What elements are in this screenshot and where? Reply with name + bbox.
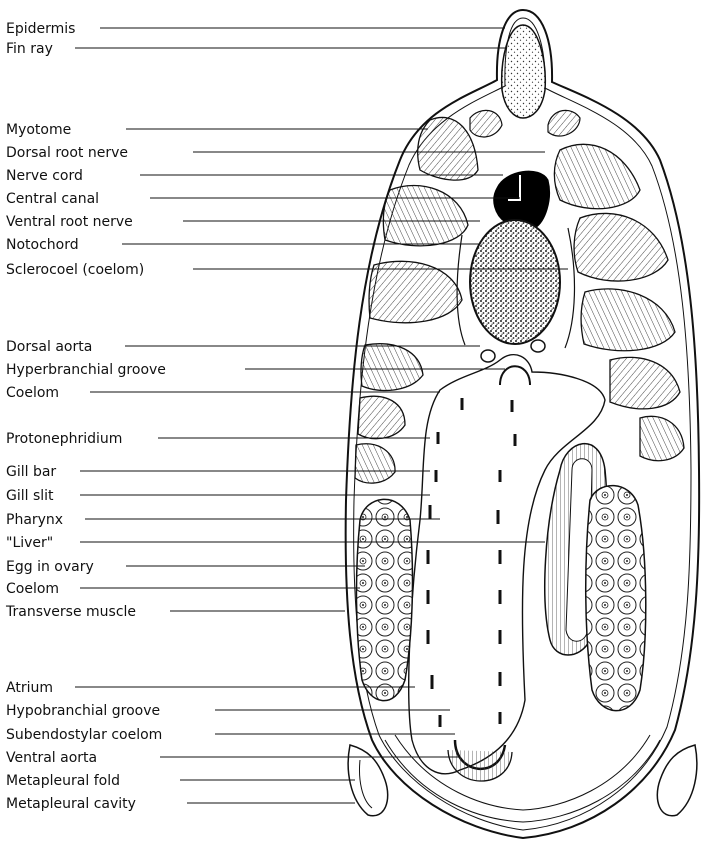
myotome-left-1	[418, 117, 478, 180]
myotome-right-5	[640, 416, 684, 460]
dorsal-chamber-left	[470, 110, 502, 137]
myotome-left-3	[369, 261, 462, 322]
label-gill-bar: Gill bar	[6, 464, 56, 480]
fin-ray	[502, 25, 546, 118]
label-atrium: Atrium	[6, 680, 53, 696]
label-dorsal-root-nerve: Dorsal root nerve	[6, 145, 128, 161]
label-dorsal-aorta: Dorsal aorta	[6, 339, 92, 355]
label-subendostylar-coelom: Subendostylar coelom	[6, 727, 162, 743]
nerve-cord	[494, 171, 550, 228]
label-transverse-muscle: Transverse muscle	[5, 604, 136, 620]
label-protonephridium: Protonephridium	[6, 431, 122, 447]
label-metapleural-fold: Metapleural fold	[6, 773, 120, 789]
label-fin-ray: Fin ray	[6, 41, 53, 57]
myotome-left-2	[383, 185, 468, 245]
ovary-left	[356, 499, 412, 700]
label-hypobranchial-groove: Hypobranchial groove	[6, 703, 160, 719]
label-hyperbranchial-groove: Hyperbranchial groove	[6, 362, 166, 378]
dorsal-chamber-right	[548, 110, 580, 136]
label-gill-slit: Gill slit	[6, 488, 54, 504]
dorsal-aorta-left	[481, 350, 495, 362]
myotome-left-6	[355, 444, 395, 483]
dorsal-aorta-right	[531, 340, 545, 352]
ovary-right	[586, 486, 646, 711]
metapleural-fold-right	[657, 745, 697, 816]
label-metapleural-cavity: Metapleural cavity	[6, 796, 136, 812]
notochord	[470, 220, 560, 344]
label-central-canal: Central canal	[6, 191, 99, 207]
label-notochord: Notochord	[6, 237, 79, 253]
sclerocoel-right	[565, 228, 574, 348]
myotome-left-4	[361, 344, 423, 391]
label-ventral-root-nerve: Ventral root nerve	[6, 214, 133, 230]
label-pharynx: Pharynx	[6, 512, 63, 528]
myotome-right-2	[574, 213, 668, 281]
label-coelom-upper: Coelom	[6, 385, 59, 401]
label-epidermis: Epidermis	[6, 21, 75, 37]
myotome-right-4	[610, 357, 680, 409]
label-egg-in-ovary: Egg in ovary	[6, 559, 94, 575]
label-coelom-lower: Coelom	[6, 581, 59, 597]
label-myotome: Myotome	[6, 122, 71, 138]
label-liver: "Liver"	[6, 535, 53, 551]
myotome-right-3	[581, 289, 675, 351]
myotome-right-1	[554, 144, 640, 208]
subendostylar-coelom	[448, 750, 512, 781]
label-nerve-cord: Nerve cord	[6, 168, 83, 184]
myotome-left-5	[358, 396, 405, 438]
label-sclerocoel: Sclerocoel (coelom)	[6, 262, 144, 278]
labels: Epidermis Fin ray Myotome Dorsal root ne…	[5, 21, 166, 812]
label-ventral-aorta: Ventral aorta	[6, 750, 97, 766]
body-section	[346, 10, 700, 838]
